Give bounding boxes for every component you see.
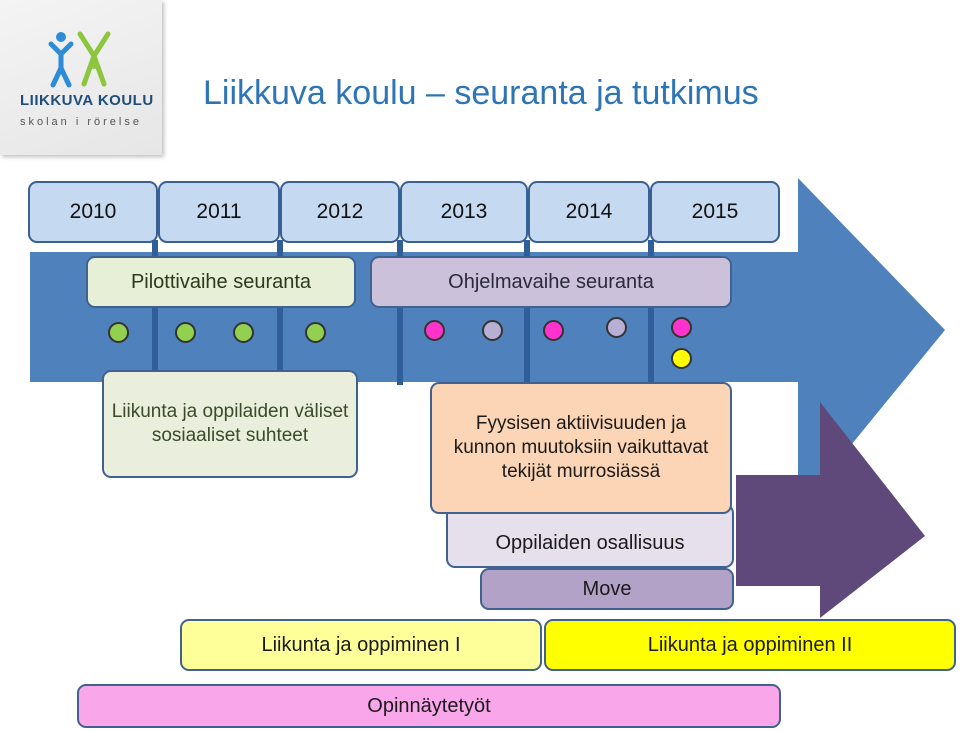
year-divider bbox=[277, 240, 283, 385]
year-2010: 2010 bbox=[28, 181, 158, 243]
measurement-dot bbox=[233, 322, 254, 343]
move-study: Move bbox=[480, 568, 734, 610]
year-2013: 2013 bbox=[400, 181, 528, 243]
measurement-dot bbox=[305, 322, 326, 343]
learning-study-1: Liikunta ja oppiminen I bbox=[180, 619, 542, 671]
logo-text: LIIKKUVA KOULU bbox=[20, 92, 154, 109]
year-divider bbox=[524, 240, 530, 385]
measurement-dot bbox=[482, 320, 503, 341]
logo: LIIKKUVA KOULU skolan i rörelse bbox=[0, 0, 162, 155]
measurement-dot bbox=[671, 348, 692, 369]
social-relations-study: Liikunta ja oppilaiden väliset sosiaalis… bbox=[102, 370, 358, 478]
year-2012: 2012 bbox=[280, 181, 400, 243]
year-divider bbox=[152, 240, 158, 385]
year-2011: 2011 bbox=[158, 181, 280, 243]
measurement-dot bbox=[606, 317, 627, 338]
logo-figures-icon bbox=[48, 31, 111, 88]
pilot-phase-box: Pilottivaihe seuranta bbox=[86, 256, 356, 308]
theses-bar: Opinnäytetyöt bbox=[77, 684, 781, 728]
learning-study-2: Liikunta ja oppiminen II bbox=[544, 619, 956, 671]
logo-subtext: skolan i rörelse bbox=[20, 116, 142, 128]
measurement-dot bbox=[108, 322, 129, 343]
page-title: Liikkuva koulu – seuranta ja tutkimus bbox=[203, 74, 759, 112]
measurement-dot bbox=[671, 317, 692, 338]
physical-activity-study: Fyysisen aktiivisuuden ja kunnon muutoks… bbox=[430, 382, 732, 514]
year-2014: 2014 bbox=[528, 181, 650, 243]
measurement-dot bbox=[424, 320, 445, 341]
measurement-dot bbox=[543, 320, 564, 341]
program-phase-box: Ohjelmavaihe seuranta bbox=[370, 256, 732, 308]
year-divider bbox=[397, 240, 403, 385]
year-divider bbox=[648, 240, 654, 385]
purple-arrow bbox=[736, 402, 925, 618]
measurement-dot bbox=[175, 322, 196, 343]
year-2015: 2015 bbox=[650, 181, 780, 243]
